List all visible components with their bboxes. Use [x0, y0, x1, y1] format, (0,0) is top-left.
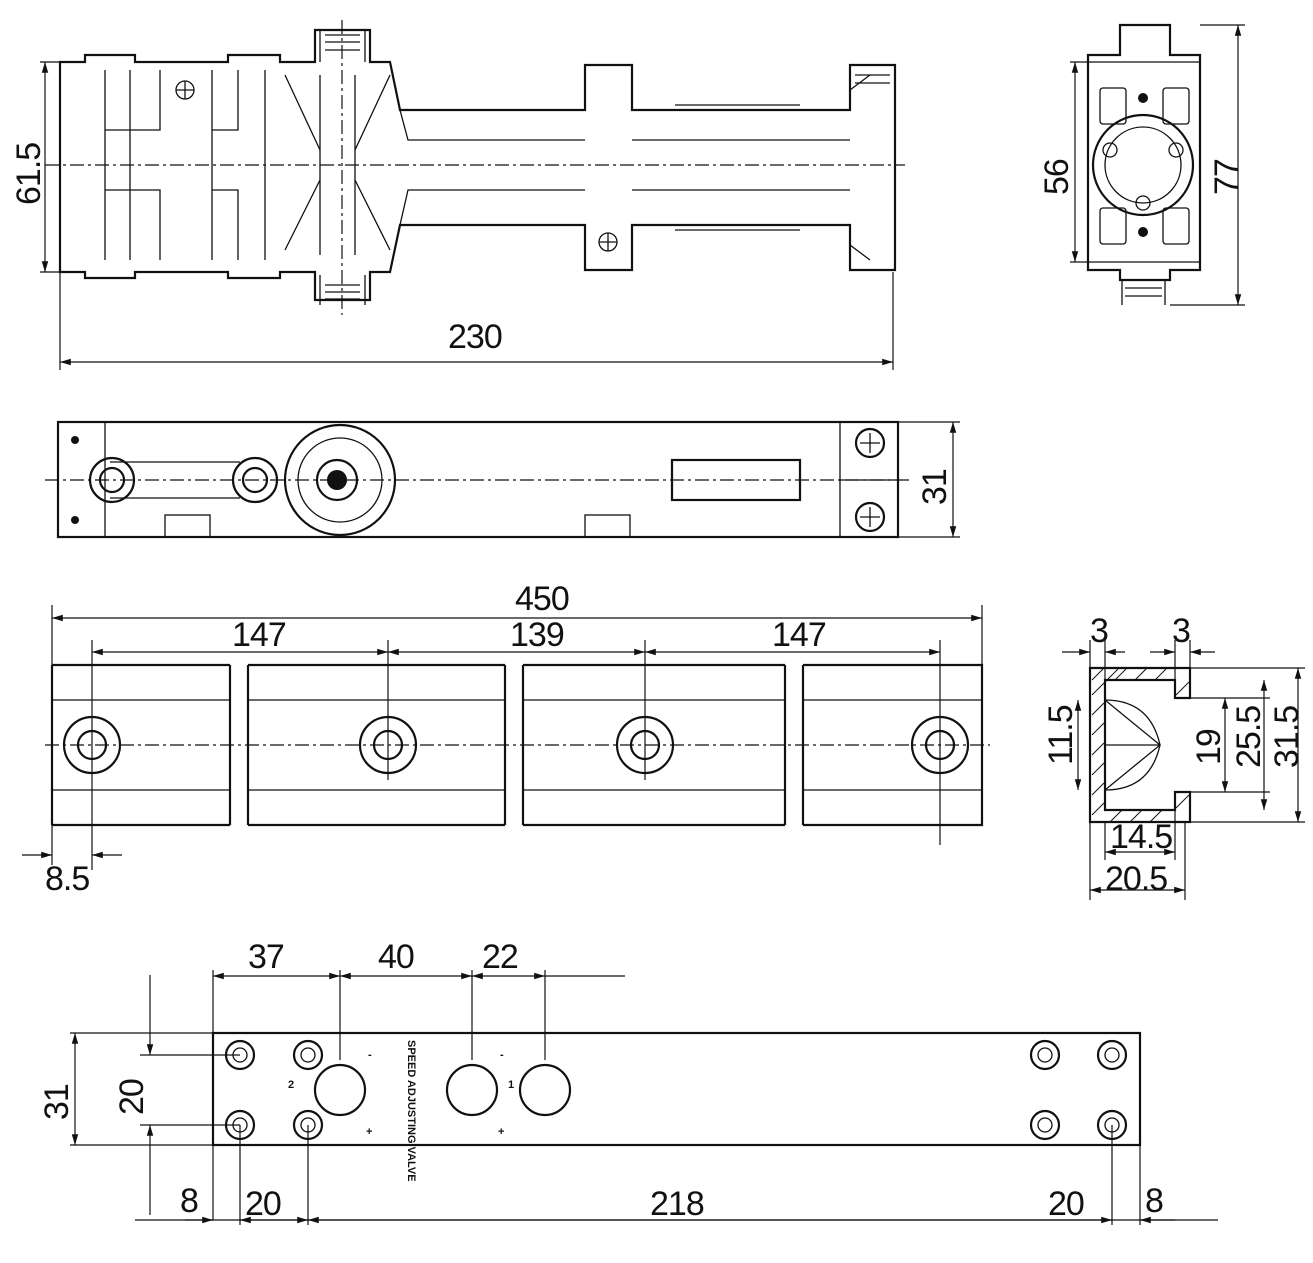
dim-rail-450: 450: [515, 580, 569, 618]
valve-minus-right: -: [500, 1049, 504, 1061]
dim-section-14-5: 14.5: [1110, 818, 1172, 856]
mounting-plate: SPEED ADJUSTING VALVE 2 1 - + - + 37 40 …: [38, 938, 1218, 1225]
valve-mark-2: 2: [288, 1079, 294, 1091]
dim-rail-147-a: 147: [232, 616, 286, 654]
dim-plate-20-vert: 20: [113, 1079, 151, 1115]
dim-plate-218: 218: [650, 1185, 704, 1223]
dim-plate-20-right: 20: [1048, 1185, 1084, 1223]
dim-section-20-5: 20.5: [1105, 860, 1167, 898]
valve-plus-left: +: [366, 1126, 372, 1138]
dim-side-31: 31: [916, 469, 954, 505]
valve-mark-1: 1: [508, 1079, 514, 1091]
dim-plate-22: 22: [482, 938, 518, 976]
dim-plate-37: 37: [248, 938, 284, 976]
dim-height-61-5: 61.5: [10, 143, 48, 205]
dim-section-19: 19: [1190, 729, 1228, 765]
svg-text:SPEED ADJUSTING VALVE: SPEED ADJUSTING VALVE: [405, 1040, 417, 1182]
dim-rail-139: 139: [510, 616, 564, 654]
dim-rail-147-b: 147: [772, 616, 826, 654]
dim-section-25-5: 25.5: [1230, 706, 1268, 768]
valve-label: SPEED ADJUSTING VALVE: [405, 1040, 417, 1182]
top-view: 61.5 230: [10, 20, 905, 370]
dim-end-56: 56: [1038, 159, 1076, 195]
side-view: 31: [45, 420, 960, 539]
valve-plus-right: +: [498, 1126, 504, 1138]
dim-section-11-5: 11.5: [1042, 705, 1080, 765]
dim-plate-20-left: 20: [245, 1185, 281, 1223]
end-view: 56 77: [1038, 23, 1246, 306]
dim-end-77: 77: [1208, 159, 1246, 195]
plate-holes: [224, 1039, 1128, 1141]
rail-view: 450 147 139 147 8.5: [22, 580, 990, 898]
dim-plate-40: 40: [378, 938, 414, 976]
dim-length-230: 230: [448, 318, 502, 356]
dim-plate-8-right: 8: [1145, 1182, 1163, 1220]
valve-minus-left: -: [368, 1049, 372, 1061]
dim-section-31-5: 31.5: [1268, 706, 1306, 768]
dim-plate-31: 31: [38, 1084, 76, 1120]
dim-rail-8-5: 8.5: [45, 860, 89, 898]
dim-section-3-right: 3: [1172, 612, 1190, 650]
dim-plate-8-left: 8: [180, 1182, 198, 1220]
dim-section-3-left: 3: [1090, 612, 1108, 650]
rail-section: 3 3 11.5 19 25.5 31.5 14.5 20.5: [1042, 612, 1306, 900]
